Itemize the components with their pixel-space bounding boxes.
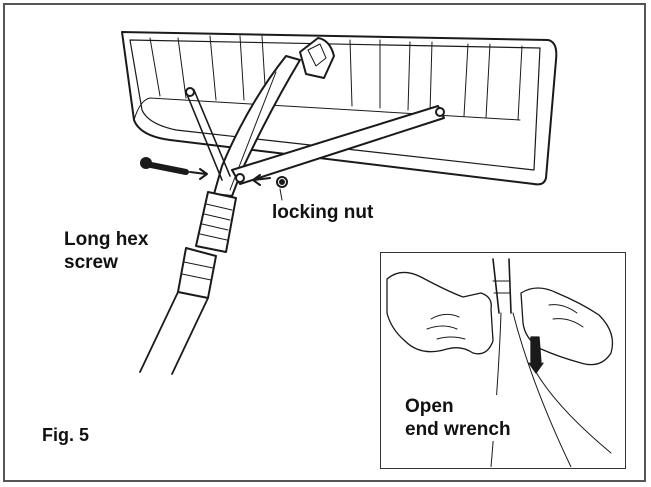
right-hand [520, 287, 614, 366]
long-hex-screw-label-line2: screw [64, 252, 118, 273]
inset-drawing [386, 258, 614, 468]
open-end-wrench-label-line2: end wrench [405, 419, 511, 440]
long-hex-screw-label: Long hex screw [64, 228, 194, 274]
long-hex-screw-label-line1: Long hex [64, 229, 149, 250]
open-end-wrench-label-line1: Open [405, 396, 454, 417]
inset-pole [492, 258, 512, 314]
inset-cables [490, 312, 612, 468]
lower-pole [139, 291, 209, 375]
blade-inner-edge [129, 39, 541, 171]
arrow-left-icon [252, 174, 271, 186]
blade-outline [121, 31, 558, 186]
blade-ribs [149, 35, 523, 121]
figure-number-label: Fig. 5 [42, 425, 90, 445]
arrow-right-icon [189, 168, 208, 180]
left-strut [185, 89, 231, 181]
open-end-wrench-label: Open end wrench [405, 395, 525, 441]
handle-bracket [299, 37, 335, 79]
locking-nut-label: locking nut [272, 202, 374, 223]
wrench-icon [530, 336, 542, 364]
hex-screw [143, 161, 189, 175]
left-hand [386, 271, 494, 355]
grip-upper [195, 191, 237, 253]
